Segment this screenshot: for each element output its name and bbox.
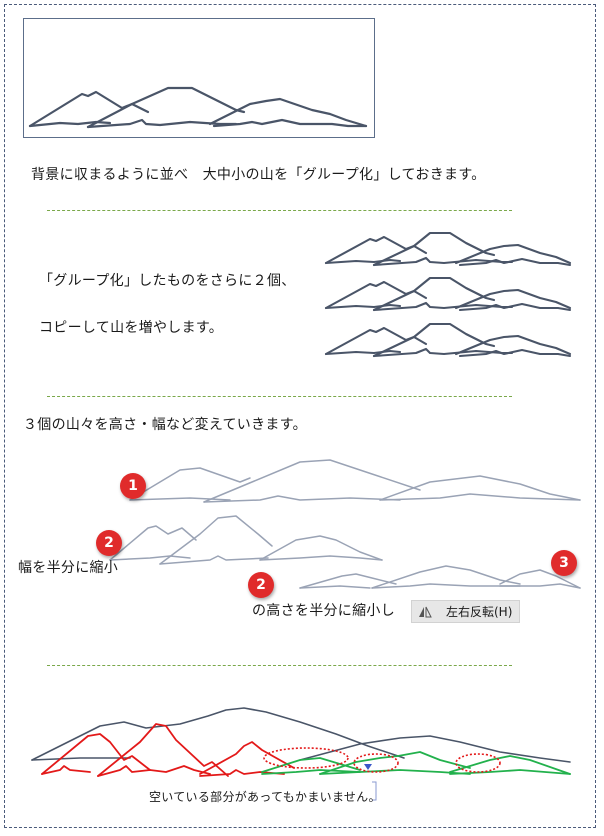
mountain-variant-2 bbox=[109, 515, 383, 565]
separator-3 bbox=[47, 665, 512, 666]
mountain-variant-1 bbox=[129, 459, 581, 503]
mountain-composite-dark bbox=[31, 707, 571, 763]
step2-line1: 「グループ化」したものをさらに２個、 bbox=[39, 273, 296, 289]
step-badge-2b: 2 bbox=[248, 572, 274, 598]
gap-ellipse-3 bbox=[455, 753, 501, 773]
gap-highlights bbox=[263, 747, 501, 773]
flip-horizontal-icon bbox=[419, 606, 432, 617]
separator-2 bbox=[47, 396, 512, 397]
mountain-composite-red bbox=[41, 723, 295, 777]
gap-ellipse-1 bbox=[263, 747, 349, 769]
note-width-half: 幅を半分に縮小 bbox=[18, 560, 119, 576]
note-height-half: の高さを半分に縮小し bbox=[252, 603, 395, 619]
page-frame bbox=[4, 4, 596, 828]
background-frame bbox=[23, 18, 375, 138]
mountains-original bbox=[28, 86, 368, 129]
step4-caption: 空いている部分があってもかまいません。 bbox=[149, 790, 381, 804]
step3-caption: ３個の山々を高さ・幅など変えていきます。 bbox=[23, 417, 307, 433]
step-badge-3: 3 bbox=[551, 550, 577, 576]
step2-line2: コピーして山を増やします。 bbox=[39, 320, 224, 336]
gap-ellipse-2 bbox=[353, 753, 399, 773]
mountain-variant-3 bbox=[299, 565, 581, 589]
mountain-composite-green bbox=[261, 751, 571, 775]
separator-1 bbox=[47, 210, 512, 211]
step-badge-2a: 2 bbox=[96, 530, 122, 556]
step1-caption: 背景に収まるように並べ 大中小の山を「グループ化」しておきます。 bbox=[31, 167, 486, 183]
step-badge-1: 1 bbox=[120, 473, 146, 499]
selection-marker bbox=[364, 764, 377, 801]
flip-horizontal-menu-item[interactable]: 左右反転(H) bbox=[411, 600, 520, 623]
flip-horizontal-label: 左右反転(H) bbox=[446, 605, 513, 619]
